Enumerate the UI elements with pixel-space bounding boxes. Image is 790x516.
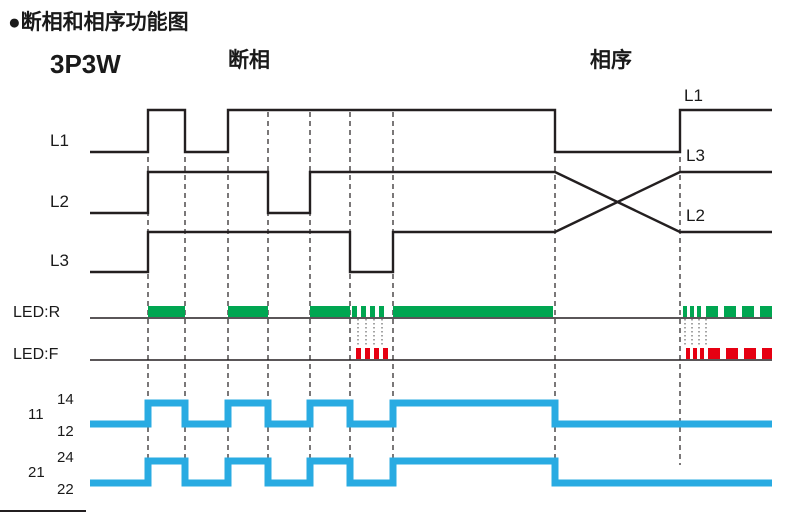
l1-waveform [90, 108, 772, 154]
right-label-l3: L3 [686, 146, 705, 165]
output1-nc-label: 12 [57, 423, 74, 440]
right-label-l1: L1 [684, 86, 703, 105]
l2-label: L2 [50, 192, 69, 211]
output2-common-label: 21 [28, 464, 45, 481]
l3-label: L3 [50, 251, 69, 270]
led-r-on-segments [148, 306, 772, 317]
led-f-label: LED:F [13, 346, 59, 363]
l2-waveform [90, 170, 772, 234]
page-title: ●断相和相序功能图 [8, 10, 189, 34]
output1-common-label: 11 [28, 406, 44, 423]
output2-no-label: 24 [57, 449, 74, 466]
l3-waveform [90, 170, 772, 274]
led-r-label: LED:R [13, 304, 60, 321]
section-label-phase-sequence: 相序 [590, 48, 632, 72]
output2-waveform [90, 457, 772, 487]
output1-waveform [90, 399, 772, 428]
blink-connector-dots [357, 319, 707, 347]
led-f-on-segments [356, 348, 772, 359]
l1-label: L1 [50, 131, 69, 150]
output2-nc-label: 22 [57, 481, 74, 498]
right-label-l2: L2 [686, 206, 705, 225]
section-label-phase-loss: 断相 [228, 48, 270, 72]
output1-no-label: 14 [57, 391, 74, 408]
system-label: 3P3W [50, 49, 121, 79]
